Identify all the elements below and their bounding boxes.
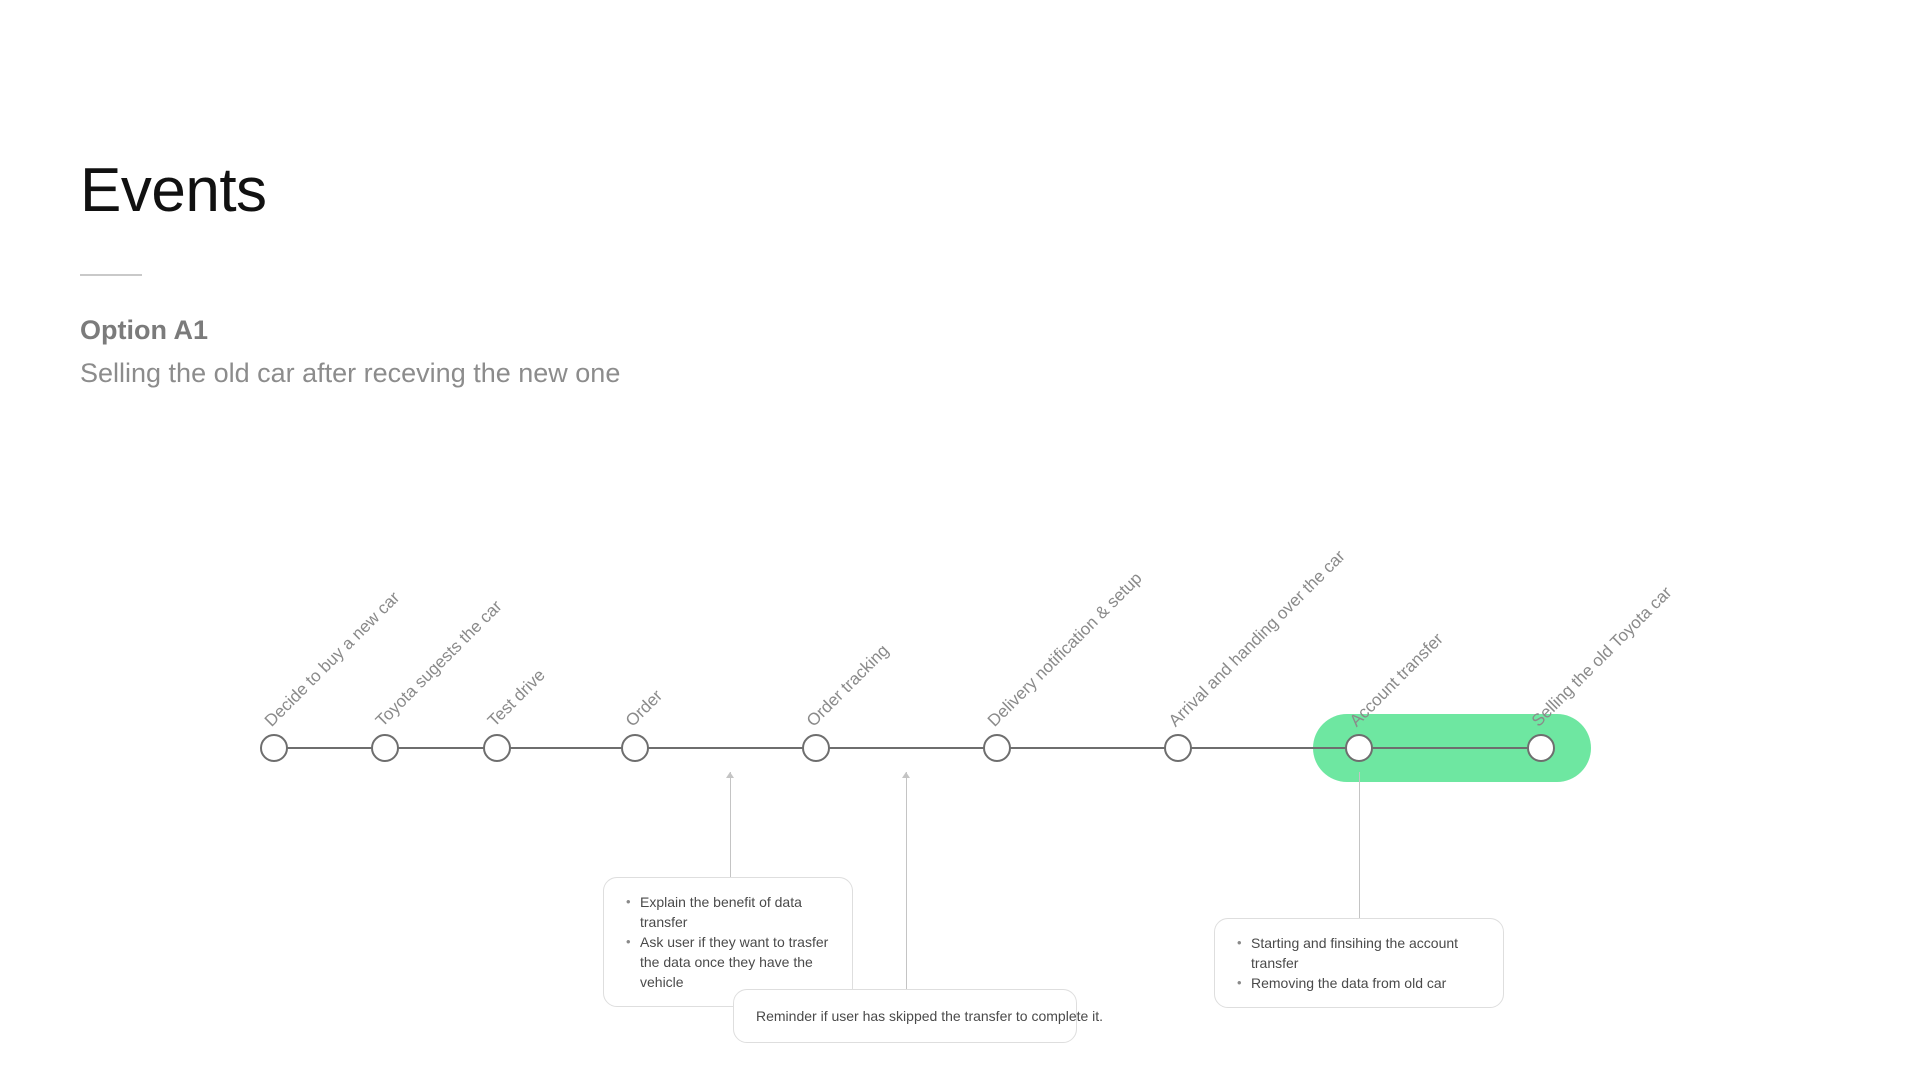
callout-data-transfer-arrowhead-icon <box>726 772 734 778</box>
callout-data-transfer-connector <box>730 772 731 877</box>
callout-account-transfer-item-1: Starting and finsihing the account trans… <box>1235 933 1483 973</box>
callout-data-transfer-item-1: Explain the benefit of data transfer <box>624 892 832 932</box>
callout-account-transfer[interactable]: Starting and finsihing the account trans… <box>1214 918 1504 1008</box>
callout-account-transfer-item-2: Removing the data from old car <box>1235 973 1483 993</box>
callout-account-transfer-list: Starting and finsihing the account trans… <box>1235 933 1483 993</box>
callout-reminder-text: Reminder if user has skipped the transfe… <box>756 1008 1104 1024</box>
timeline-node-8[interactable] <box>1345 734 1373 762</box>
timeline-node-7[interactable] <box>1164 734 1192 762</box>
timeline-node-3[interactable] <box>483 734 511 762</box>
title-divider <box>80 274 142 276</box>
timeline-node-label-5: Order tracking <box>802 640 893 731</box>
timeline-node-label-7: Arrival and handing over the car <box>1164 546 1349 731</box>
timeline-node-label-3: Test drive <box>483 665 549 731</box>
timeline-axis <box>274 747 1541 749</box>
timeline-node-label-4: Order <box>621 686 667 731</box>
option-label: Option A1 <box>80 315 208 345</box>
callout-data-transfer-item-2: Ask user if they want to trasfer the dat… <box>624 932 832 992</box>
timeline-node-1[interactable] <box>260 734 288 762</box>
page-title: Events <box>80 156 267 225</box>
timeline-node-2[interactable] <box>371 734 399 762</box>
callout-data-transfer-list: Explain the benefit of data transferAsk … <box>624 892 832 992</box>
timeline-node-9[interactable] <box>1527 734 1555 762</box>
timeline-node-label-6: Delivery notification & setup <box>983 568 1146 731</box>
callout-reminder-arrowhead-icon <box>902 772 910 778</box>
option-subtitle: Selling the old car after receving the n… <box>80 358 621 388</box>
callout-data-transfer[interactable]: Explain the benefit of data transferAsk … <box>603 877 853 1007</box>
timeline-node-5[interactable] <box>802 734 830 762</box>
timeline-node-label-9: Selling the old Toyota car <box>1527 582 1676 731</box>
timeline-node-label-2: Toyota sugests the car <box>371 596 506 731</box>
callout-account-transfer-connector <box>1359 772 1360 918</box>
callout-reminder-connector <box>906 772 907 989</box>
timeline-node-4[interactable] <box>621 734 649 762</box>
timeline-node-6[interactable] <box>983 734 1011 762</box>
callout-reminder[interactable]: Reminder if user has skipped the transfe… <box>733 989 1103 1043</box>
